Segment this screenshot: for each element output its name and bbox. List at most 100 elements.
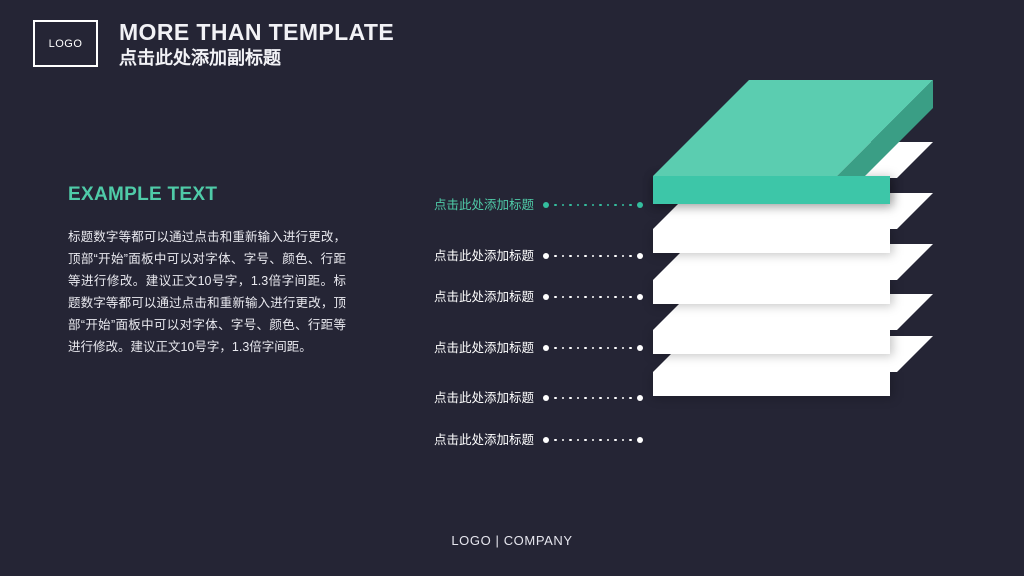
stack-layer-front-face: [653, 330, 890, 354]
stack-layer-1[interactable]: [610, 80, 950, 210]
logo-label: LOGO: [48, 37, 83, 50]
connector-dot-icon: [561, 396, 564, 400]
connector-row-2[interactable]: 点击此处添加标题: [415, 247, 652, 265]
left-text-column: EXAMPLE TEXT 标题数字等都可以通过点击和重新输入进行更改，顶部“开始…: [68, 184, 346, 358]
connector-dot-icon: [599, 346, 602, 350]
connector-dot-icon: [621, 203, 624, 207]
connector-dot-icon: [606, 203, 609, 207]
layered-stack-diagram: [610, 80, 1010, 480]
connector-dot-icon: [584, 203, 587, 207]
connector-end-dot-icon: [636, 395, 643, 401]
connector-dot-icon: [554, 396, 557, 400]
connector-start-dot-icon: [543, 294, 549, 300]
connector-dot-icon: [584, 295, 587, 299]
row-label-2[interactable]: 点击此处添加标题: [433, 249, 534, 263]
connector-row-5[interactable]: 点击此处添加标题: [415, 389, 652, 407]
connector-dot-icon: [584, 438, 587, 442]
connector-dot-icon: [569, 346, 572, 350]
connector-dot-icon: [561, 438, 564, 442]
connector-dot-icon: [591, 254, 594, 258]
slide-header: LOGO MORE THAN TEMPLATE 点击此处添加副标题: [33, 19, 394, 69]
connector-dot-icon: [576, 346, 579, 350]
slide-subtitle: 点击此处添加副标题: [119, 48, 281, 68]
connector-dot-icon: [561, 203, 564, 207]
connector-dot-icon: [606, 295, 609, 299]
connector-dot-icon: [561, 346, 564, 350]
connector-dot-icon: [614, 396, 617, 400]
connector-dot-icon: [606, 396, 609, 400]
row-label-4[interactable]: 点击此处添加标题: [433, 341, 534, 355]
title-block: MORE THAN TEMPLATE 点击此处添加副标题: [119, 19, 394, 69]
slide-footer: LOGO | COMPANY: [451, 533, 573, 548]
connector-dot-icon: [614, 346, 617, 350]
connector-row-1[interactable]: 点击此处添加标题: [415, 196, 652, 214]
body-paragraph: 标题数字等都可以通过点击和重新输入进行更改，顶部“开始”面板中可以对字体、字号、…: [68, 230, 346, 354]
connector-dot-icon: [629, 254, 632, 258]
connector-row-3[interactable]: 点击此处添加标题: [415, 288, 652, 306]
connector-dot-icon: [614, 254, 617, 258]
dotted-connector-5: [543, 389, 643, 407]
connector-dot-icon: [606, 438, 609, 442]
connector-dot-icon: [576, 254, 579, 258]
connector-dot-icon: [606, 254, 609, 258]
connector-dot-icon: [629, 295, 632, 299]
connector-row-4[interactable]: 点击此处添加标题: [415, 339, 652, 357]
dotted-connector-2: [543, 247, 643, 265]
connector-dot-icon: [569, 203, 572, 207]
dotted-connector-4: [543, 339, 643, 357]
stack-layer-front-face: [653, 176, 890, 204]
connector-end-dot-icon: [636, 294, 643, 300]
slide-title: MORE THAN TEMPLATE: [119, 19, 395, 45]
connector-dot-icon: [569, 295, 572, 299]
example-text-heading: EXAMPLE TEXT: [68, 184, 218, 205]
dotted-connector-3: [543, 288, 643, 306]
connector-dot-icon: [569, 438, 572, 442]
connector-dot-icon: [554, 346, 557, 350]
connector-dot-icon: [599, 438, 602, 442]
connector-dot-icon: [591, 346, 594, 350]
connector-dot-icon: [606, 346, 609, 350]
connector-dot-icon: [621, 438, 624, 442]
connector-end-dot-icon: [636, 202, 643, 208]
connector-dot-icon: [599, 396, 602, 400]
connector-dot-icon: [584, 254, 587, 258]
connector-start-dot-icon: [543, 437, 549, 443]
connector-end-dot-icon: [636, 345, 643, 351]
row-label-6[interactable]: 点击此处添加标题: [433, 433, 534, 447]
connector-start-dot-icon: [543, 253, 549, 259]
connector-dot-icon: [561, 254, 564, 258]
connector-dot-icon: [629, 438, 632, 442]
connector-dot-icon: [591, 203, 594, 207]
connector-dot-icon: [584, 396, 587, 400]
connector-dot-icon: [576, 438, 579, 442]
connector-dot-icon: [614, 295, 617, 299]
connector-dot-icon: [591, 295, 594, 299]
connector-start-dot-icon: [543, 345, 549, 351]
row-label-1[interactable]: 点击此处添加标题: [433, 198, 534, 212]
connector-dot-icon: [621, 254, 624, 258]
connector-dot-icon: [569, 254, 572, 258]
connector-dot-icon: [614, 438, 617, 442]
connector-dot-icon: [629, 203, 632, 207]
connector-dot-icon: [584, 346, 587, 350]
connector-dot-icon: [576, 396, 579, 400]
stack-layer-front-face: [653, 372, 890, 396]
connector-end-dot-icon: [636, 437, 643, 443]
connector-row-6[interactable]: 点击此处添加标题: [415, 431, 652, 449]
connector-dot-icon: [614, 203, 617, 207]
dotted-connector-1: [543, 196, 643, 214]
connector-dot-icon: [576, 203, 579, 207]
connector-dot-icon: [554, 203, 557, 207]
connector-dot-icon: [554, 438, 557, 442]
row-label-5[interactable]: 点击此处添加标题: [433, 391, 534, 405]
connector-dot-icon: [599, 254, 602, 258]
row-label-3[interactable]: 点击此处添加标题: [433, 290, 534, 304]
connector-end-dot-icon: [636, 253, 643, 259]
logo-placeholder-box[interactable]: LOGO: [33, 20, 98, 67]
connector-dot-icon: [599, 203, 602, 207]
connector-start-dot-icon: [543, 395, 549, 401]
connector-dot-icon: [621, 346, 624, 350]
connector-dot-icon: [576, 295, 579, 299]
connector-dot-icon: [629, 396, 632, 400]
